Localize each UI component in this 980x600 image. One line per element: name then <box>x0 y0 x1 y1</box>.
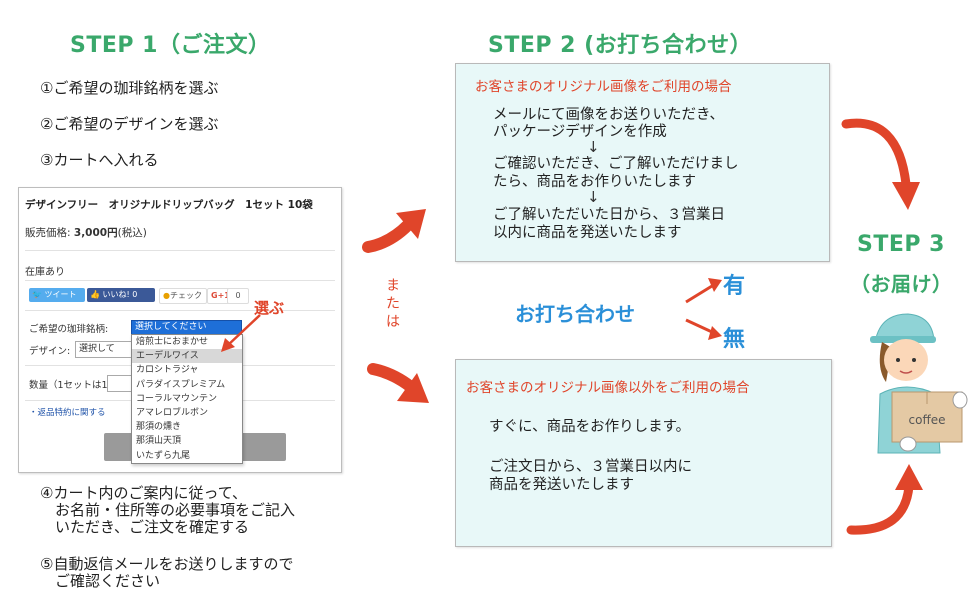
step1-instruction-1: ①ご希望の珈琲銘柄を選ぶ <box>40 79 219 97</box>
step3-title: STEP 3 <box>857 232 945 257</box>
box1-line: たら、商品をお作りいたします <box>493 174 696 190</box>
branch-arrows-icon <box>685 278 722 340</box>
select-annotation: 選ぶ <box>254 299 285 317</box>
no-label: 無 <box>723 327 746 352</box>
design-label: デザイン: <box>29 346 71 357</box>
coffee-box-label: coffee <box>909 413 946 427</box>
dropdown-option[interactable]: 焙煎士におまかせ <box>136 337 209 347</box>
select-pointer-arrow <box>221 314 261 352</box>
box1-line: 以内に商品を発送いたします <box>493 225 682 241</box>
step1-instruction-3: ③カートへ入れる <box>40 151 159 169</box>
box2-line: ご注文日から、３営業日以内に <box>489 459 692 475</box>
check-icon: ● <box>163 291 170 300</box>
dropdown-option[interactable]: パラダイスプレミアム <box>136 379 226 390</box>
quantity-label: 数量（1セットは10 <box>29 380 114 391</box>
delivery-person-icon: coffee <box>870 313 968 454</box>
box2-title: お客さまのオリジナル画像以外をご利用の場合 <box>466 380 750 396</box>
dropdown-option[interactable]: 那須の燻き <box>136 422 182 433</box>
thumbs-up-icon: 👍 <box>90 290 100 299</box>
yes-label: 有 <box>723 274 746 299</box>
or-label: または <box>386 278 400 330</box>
product-price: 販売価格: 3,000円(税込) <box>25 227 147 239</box>
coffee-dropdown-list: 焙煎士におまかせ エーデルワイス カロシトラジャ パラダイスプレミアム コーラル… <box>131 334 243 464</box>
coffee-label: ご希望の珈琲銘柄: <box>29 324 109 335</box>
step1-title: STEP 1（ご注文） <box>70 33 271 58</box>
dropdown-option[interactable]: 那須山天頂 <box>136 436 182 447</box>
like-button[interactable]: 👍 いいね! 0 <box>87 288 155 302</box>
divider <box>25 250 335 251</box>
gplus-count: 0 <box>227 288 249 304</box>
arrow-to-step3-bottom-icon <box>846 464 923 535</box>
step1-instruction-4: ④カート内のご案内に従って、 お名前・住所等の必要事項をご記入 いただき、ご注文… <box>40 484 296 536</box>
arrow-to-box1-icon <box>362 209 426 253</box>
return-policy-link[interactable]: ・返品特約に関する <box>29 408 106 418</box>
twitter-icon: 🐦 <box>32 290 42 299</box>
down-arrow-icon: ↓ <box>587 188 600 206</box>
dropdown-option[interactable]: アマレロブルボン <box>136 407 209 418</box>
step1-instruction-5: ⑤自動返信メールをお送りしますので ご確認ください <box>40 555 294 590</box>
box2-line: すぐに、商品をお作りします。 <box>489 419 691 435</box>
step2-title: STEP 2 (お打ち合わせ） <box>488 33 753 58</box>
dropdown-option-highlighted[interactable]: エーデルワイス <box>132 349 242 364</box>
divider <box>25 280 335 281</box>
box1-line: パッケージデザインを作成 <box>493 124 667 140</box>
dropdown-option[interactable]: コーラルマウンテン <box>136 393 218 404</box>
product-screenshot: デザインフリー オリジナルドリップバッグ 1セット 10袋 販売価格: 3,00… <box>18 187 342 473</box>
stock-status: 在庫あり <box>25 267 65 278</box>
product-title: デザインフリー オリジナルドリップバッグ 1セット 10袋 <box>25 199 313 211</box>
check-button[interactable]: ●チェック <box>159 288 207 304</box>
box1-title: お客さまのオリジナル画像をご利用の場合 <box>475 79 732 95</box>
meeting-label: お打ち合わせ <box>515 302 635 326</box>
step3-subtitle: （お届け） <box>850 272 953 296</box>
arrow-to-box2-icon <box>367 363 429 403</box>
non-original-image-box: お客さまのオリジナル画像以外をご利用の場合 すぐに、商品をお作りします。 ご注文… <box>455 359 832 547</box>
box1-line: ご確認いただき、ご了解いただけまし <box>493 156 739 172</box>
tweet-button[interactable]: 🐦 ツイート <box>29 288 85 302</box>
arrow-to-step3-top-icon <box>841 118 920 210</box>
box1-line: メールにて画像をお送りいただき、 <box>493 107 724 123</box>
down-arrow-icon: ↓ <box>587 138 600 156</box>
dropdown-option[interactable]: カロシトラジャ <box>136 365 199 376</box>
dropdown-option[interactable]: いたずら九尾 <box>136 450 191 461</box>
box2-line: 商品を発送いたします <box>489 477 634 493</box>
box1-line: ご了解いただいた日から、３営業日 <box>493 207 725 223</box>
divider <box>25 310 335 311</box>
original-image-box: お客さまのオリジナル画像をご利用の場合 メールにて画像をお送りいただき、 パッケ… <box>455 63 830 262</box>
step1-instruction-2: ②ご希望のデザインを選ぶ <box>40 115 219 133</box>
